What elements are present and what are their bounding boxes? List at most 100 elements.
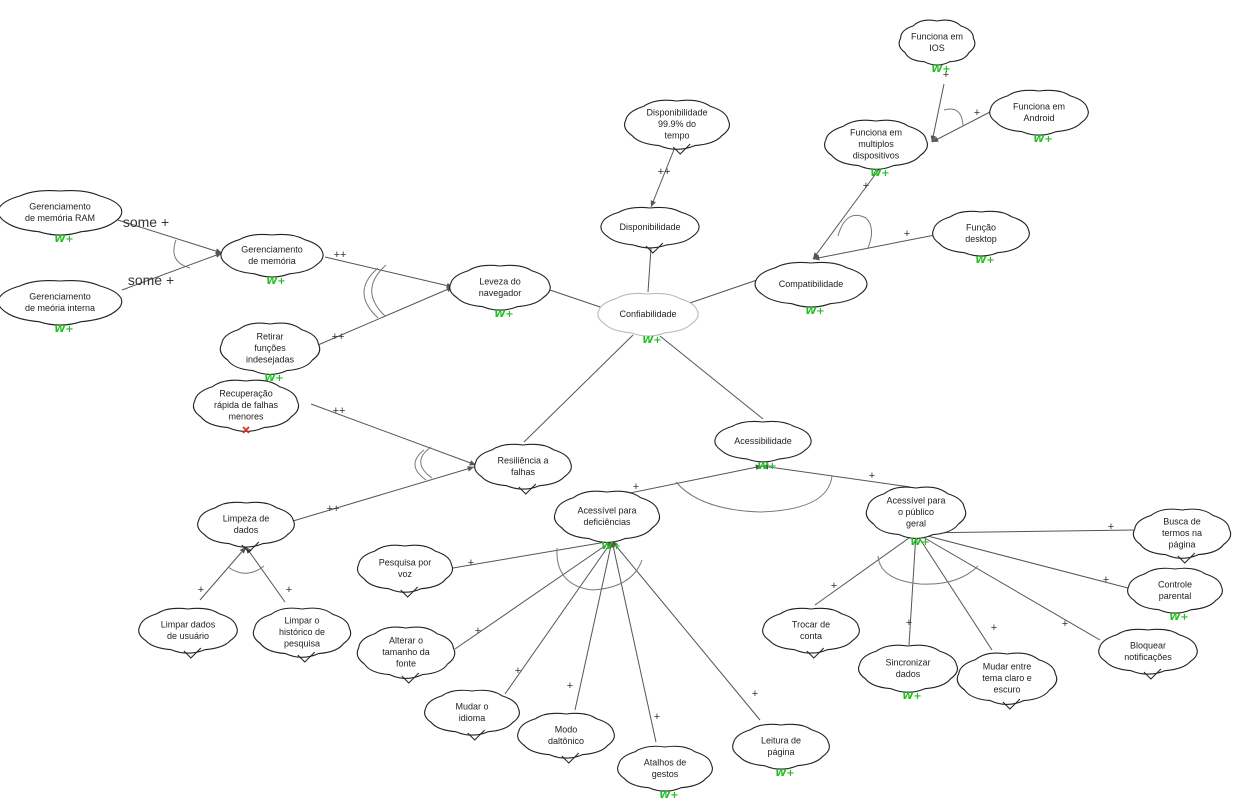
softgoal-label: Disponibilidade [646,108,707,118]
softgoal-label: gestos [652,769,679,779]
edge-parental-publico [915,531,1129,589]
softgoal-label: Busca de [1163,517,1201,527]
edge-acess-conf [659,335,764,420]
cloud-shape [624,99,730,150]
edge-label-busca-publico: + [1108,521,1114,533]
cloud-shape [732,723,830,770]
softgoal-label: termos na [1162,528,1202,538]
decomposition-arc [363,267,379,319]
softgoal-label: Acessível para [577,505,636,515]
edge-label-daltonico-deficiencia: + [567,680,573,692]
satisfied-check-icon [561,752,580,764]
softgoal-label: Funciona em [1013,101,1065,111]
softgoal-label: tamanho da [382,647,430,657]
softgoal-label: Acessível para [886,496,945,506]
softgoal-label: geral [906,519,926,529]
softgoal-label: Resiliência a [497,455,548,465]
decomposition-arc [414,449,427,481]
softgoal-label: pesquisa [284,639,320,649]
softgoal-label: escuro [993,685,1020,695]
softgoal-label: parental [1159,591,1192,601]
edge-publico-acess [761,464,911,488]
cloud-shape [989,89,1089,136]
softgoal-label: Alterar o [389,636,423,646]
cloud-shape [424,689,520,736]
satisfied-check-icon [183,647,202,659]
cloud-shape [517,712,615,759]
softgoal-label: de memória [248,256,296,266]
edge-gmem-leveza [324,256,454,289]
cloud-shape [865,486,967,539]
softgoal-label: Função [966,222,996,232]
softgoal-label: Sincronizar [885,657,930,667]
edge-label-deficiencia-acess: + [633,481,639,493]
edge-retirar-leveza [317,286,454,346]
edge-deficiencia-acess [624,464,763,495]
cloud-shape [219,322,321,375]
edge-idioma-deficiencia [504,540,613,695]
softgoal-label: Limpeza de [223,513,270,523]
softgoal-label: deficiências [583,517,631,527]
edges-layer [117,83,1135,743]
cloud-shape [956,652,1058,705]
softgoal-label: Android [1023,113,1054,123]
weak-satisfied-icon: W+ [54,324,73,335]
edge-tema-publico [915,532,993,651]
softgoal-label: Modo [555,724,578,734]
edge-label-desktop-compat: + [904,228,910,240]
weak-satisfied-icon: W+ [775,768,794,779]
cloud-shape [597,292,699,337]
softgoal-label: desktop [965,234,997,244]
cloud-shape [356,626,456,679]
softgoal-label: Gerenciamento [241,244,303,254]
edge-label-bloquear-publico: + [1062,618,1068,630]
edge-busca-publico [915,529,1135,536]
edge-resil-conf [523,334,634,443]
cloud-shape [220,233,324,278]
edge-label-fonte-deficiencia: + [475,625,481,637]
edge-label-trocar-publico: + [831,580,837,592]
edge-label-limphist-limpeza: + [286,584,292,596]
edge-label-publico-acess: + [869,470,875,482]
decomposition-arc [371,264,387,317]
softgoal-label: o público [898,507,934,517]
cloud-shape [754,261,868,308]
softgoal-label: IOS [929,43,945,53]
weak-satisfied-icon: W+ [1169,612,1188,623]
softgoal-disp[interactable]: Disponibilidade [600,206,700,254]
denied-x-icon [242,426,250,434]
softgoal-label: de memória RAM [25,213,95,223]
